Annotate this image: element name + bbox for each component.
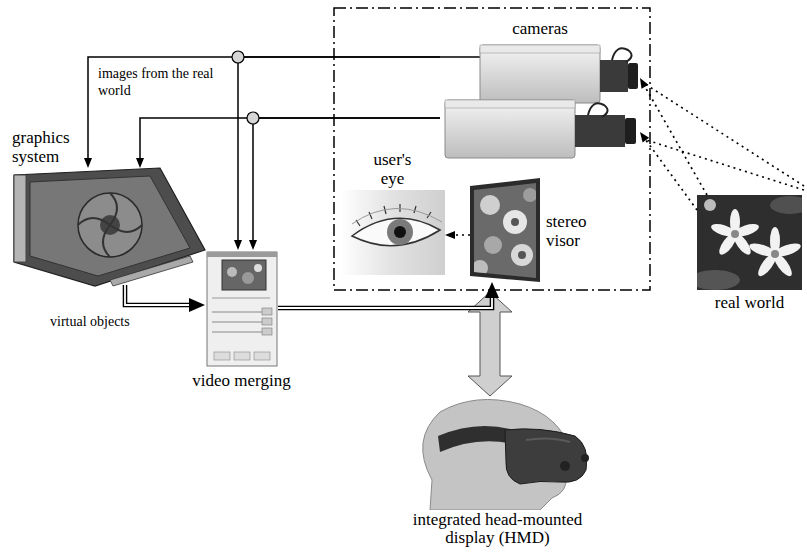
node-label: user's eye xyxy=(364,150,422,188)
graphics-card: graphics system xyxy=(12,168,205,285)
signal-wire xyxy=(249,118,440,250)
hmd-photo xyxy=(395,398,600,510)
edge-label: virtual objects xyxy=(48,314,132,331)
node-label: graphics system xyxy=(12,128,84,166)
eye-picture xyxy=(340,190,445,275)
signal-wire xyxy=(234,57,440,250)
node-label: stereo visor xyxy=(546,212,608,250)
camera-pair: cameras xyxy=(440,40,640,165)
node-label: integrated head-mounted display (HMD) xyxy=(392,511,604,547)
head-mounted-display: integrated head-mounted display (HMD) xyxy=(395,398,600,510)
light-ray xyxy=(640,138,804,190)
node-label: video merging xyxy=(192,371,290,390)
camera-picture xyxy=(440,45,638,103)
junction-dot xyxy=(232,51,244,63)
camera-picture xyxy=(445,100,636,158)
video-stream-arrow xyxy=(278,282,499,308)
light-ray-arrow xyxy=(445,231,470,239)
software-window-picture xyxy=(207,252,277,366)
real-world-scene: real world xyxy=(697,195,802,290)
light-ray-arrow xyxy=(640,132,697,210)
edge-label: images from the real world xyxy=(96,66,236,100)
node-label: real world xyxy=(715,293,784,312)
light-ray-arrow xyxy=(640,78,707,195)
light-ray xyxy=(642,82,804,186)
node-label: cameras xyxy=(512,19,568,38)
graphics-card-picture xyxy=(14,168,205,286)
video-merger: video merging xyxy=(205,250,278,368)
video-stream-arrow xyxy=(125,285,205,312)
user-eye: user's eye xyxy=(340,190,445,275)
stereo-visor: stereo visor xyxy=(470,180,540,282)
junction-dot xyxy=(247,112,259,124)
visor-picture xyxy=(470,178,540,282)
hmd-boundary xyxy=(334,8,650,290)
real-world-photo xyxy=(690,195,807,290)
